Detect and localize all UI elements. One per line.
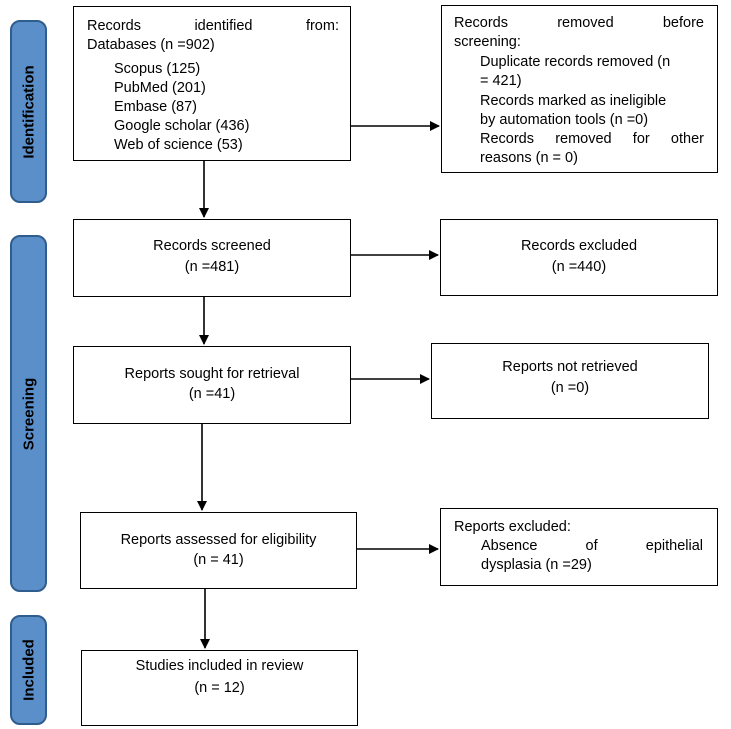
reports-excluded-label: Reports excluded: <box>454 519 571 535</box>
identified-word-3: from: <box>305 18 339 34</box>
duplicates-removed-line2: = 421) <box>480 73 522 89</box>
reports-sought-count: (n =41) <box>188 386 236 402</box>
studies-included-box: Studies included in review (n = 12) <box>81 650 358 726</box>
reports-not-retrieved-count: (n =0) <box>550 380 590 396</box>
records-identified-box: Records identified from: Databases (n =9… <box>73 6 351 161</box>
duplicates-removed-line1: Duplicate records removed (n <box>480 54 671 70</box>
reports-sought-label: Reports sought for retrieval <box>124 366 300 382</box>
records-screened-box: Records screened (n =481) <box>73 219 351 297</box>
other-word-2: removed <box>555 131 612 147</box>
other-word-1: Records <box>480 131 534 147</box>
excluded-reason-word-1: Absence <box>481 538 538 554</box>
records-screened-label: Records screened <box>153 238 271 254</box>
source-google-scholar: Google scholar (436) <box>114 118 250 134</box>
ineligible-line2: by automation tools (n =0) <box>480 112 649 128</box>
other-word-3: for <box>632 131 650 147</box>
excluded-reason-line2: dysplasia (n =29) <box>481 557 592 573</box>
records-excluded-label: Records excluded <box>520 238 638 254</box>
studies-included-label: Studies included in review <box>135 658 304 674</box>
records-excluded-count: (n =440) <box>551 259 607 275</box>
reports-assessed-count: (n = 41) <box>193 552 244 568</box>
included-phase-bar: Included <box>10 615 47 725</box>
excluded-reason-word-3: epithelial <box>645 538 703 554</box>
reports-not-retrieved-label: Reports not retrieved <box>502 359 638 375</box>
other-reasons-line2: reasons (n = 0) <box>480 150 578 166</box>
reports-not-retrieved-box: Reports not retrieved (n =0) <box>431 343 709 419</box>
screening-phase-bar: Screening <box>10 235 47 592</box>
records-excluded-box: Records excluded (n =440) <box>440 219 718 296</box>
source-pubmed: PubMed (201) <box>114 80 206 96</box>
records-removed-box: Records removed before screening: Duplic… <box>441 5 718 173</box>
identification-phase-bar: Identification <box>10 20 47 203</box>
source-embase: Embase (87) <box>114 99 198 115</box>
databases-count: Databases (n =902) <box>87 37 215 53</box>
reports-assessed-box: Reports assessed for eligibility (n = 41… <box>80 512 357 589</box>
records-screened-count: (n =481) <box>184 259 240 275</box>
identified-word-2: identified <box>194 18 253 34</box>
removed-word-3: before <box>662 15 704 31</box>
removed-screening-label: screening: <box>454 34 521 50</box>
studies-included-count: (n = 12) <box>194 680 245 696</box>
reports-assessed-label: Reports assessed for eligibility <box>120 532 317 548</box>
reports-excluded-box: Reports excluded: Absence of epithelial … <box>440 508 718 586</box>
source-web-of-science: Web of science (53) <box>114 137 243 153</box>
source-scopus: Scopus (125) <box>114 61 201 77</box>
other-word-4: other <box>670 131 704 147</box>
identified-word-1: Records <box>87 18 141 34</box>
removed-word-1: Records <box>454 15 508 31</box>
reports-sought-box: Reports sought for retrieval (n =41) <box>73 346 351 424</box>
removed-word-2: removed <box>557 15 614 31</box>
ineligible-line1: Records marked as ineligible <box>480 93 667 109</box>
excluded-reason-word-2: of <box>585 538 598 554</box>
